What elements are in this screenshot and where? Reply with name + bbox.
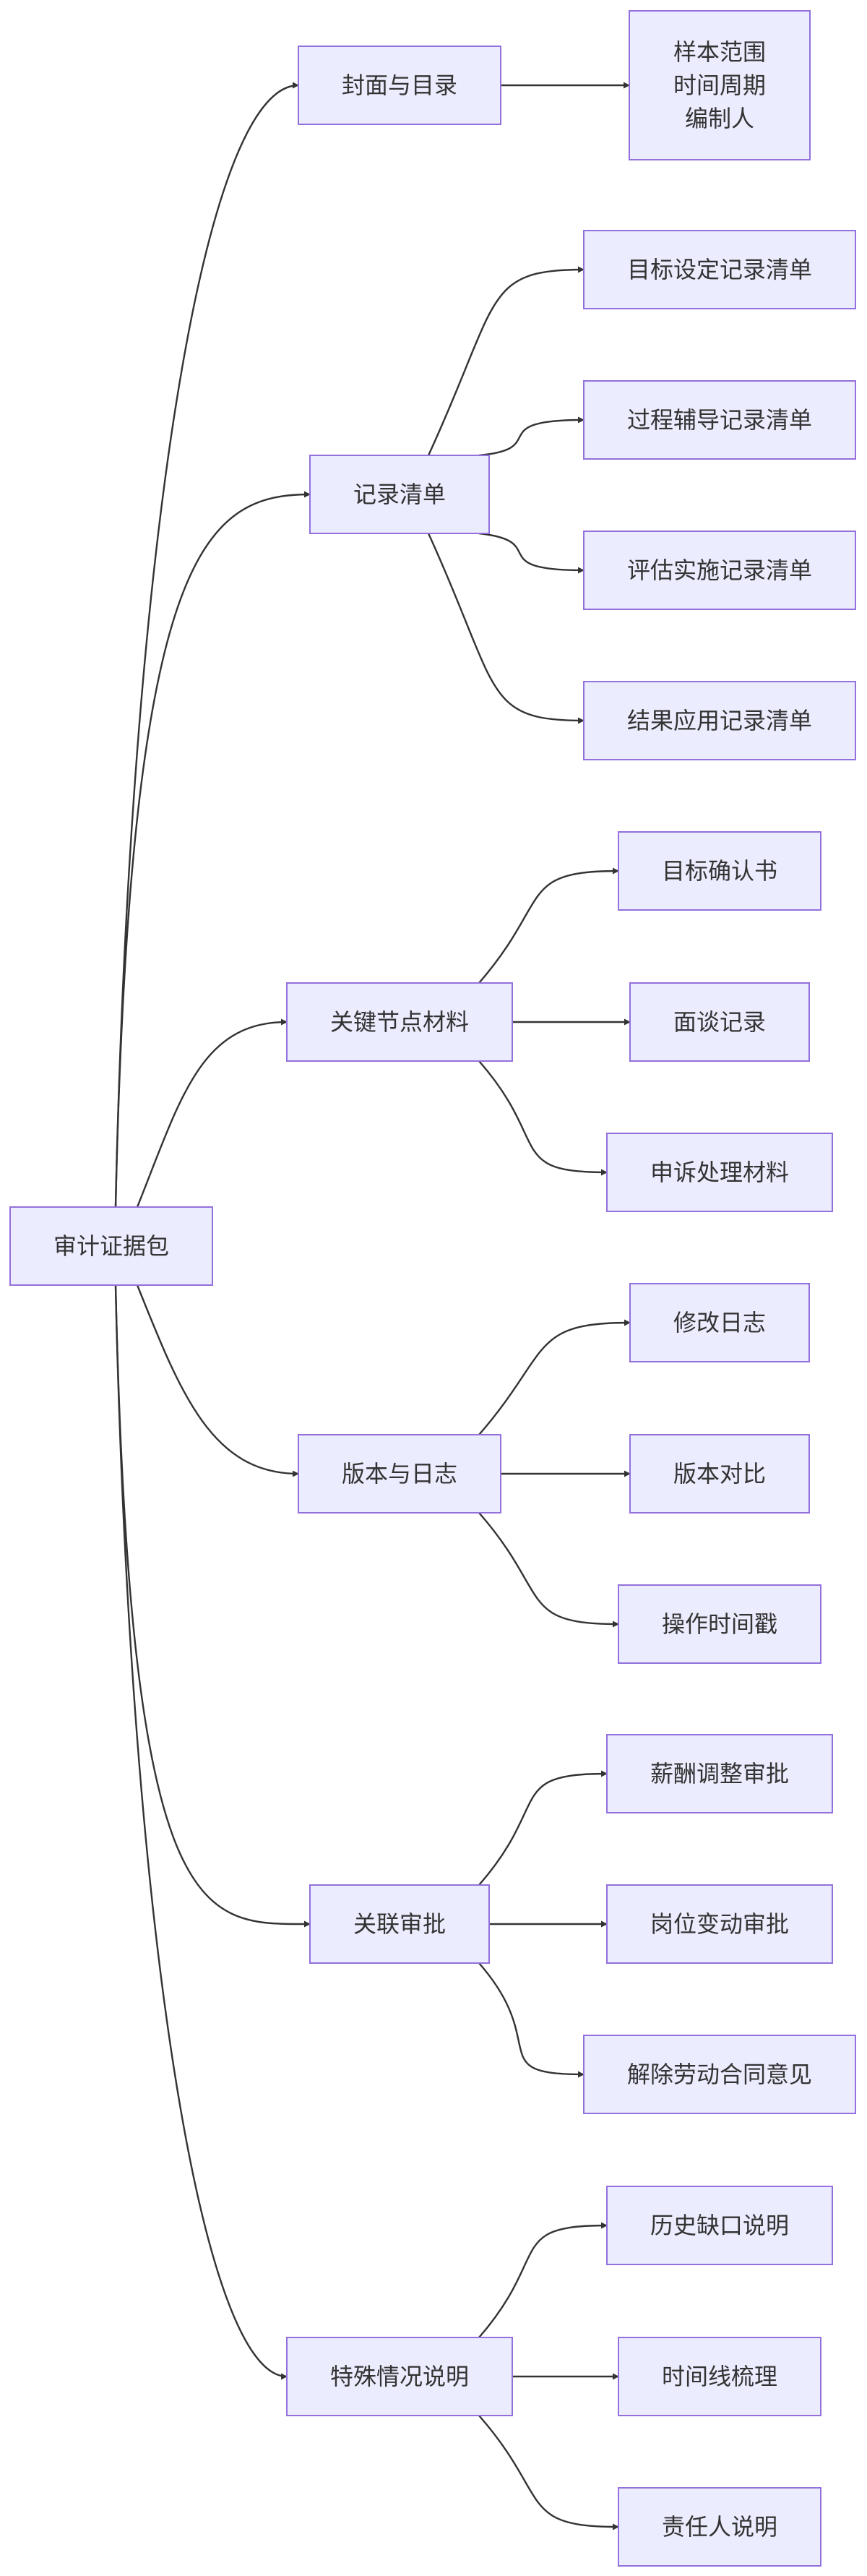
child-node-2-2-label: 过程辅导记录清单 [627,406,812,434]
child-node-5-1: 薪酬调整审批 [606,1734,833,1813]
root-node-label: 审计证据包 [53,1232,169,1260]
child-node-3-3: 申诉处理材料 [606,1133,833,1212]
child-node-4-1: 修改日志 [629,1283,810,1362]
root-node: 审计证据包 [9,1206,213,1286]
child-node-5-1-label: 薪酬调整审批 [650,1760,789,1787]
branch-node-4: 版本与日志 [298,1434,501,1514]
child-node-6-3: 责任人说明 [618,2487,821,2567]
branch-node-1-label: 封面与目录 [342,72,457,99]
child-node-3-1-box [618,831,821,911]
child-node-4-3: 操作时间戳 [618,1584,821,1664]
child-node-5-2-label: 岗位变动审批 [650,1910,789,1938]
edges-layer [114,82,631,2530]
child-node-1-1-label: 样本范围时间周期编制人 [673,38,766,132]
child-node-6-2: 时间线梳理 [618,2337,821,2416]
child-node-5-2-box [606,1884,833,1964]
edge-branch-4-to-child-1 [478,1319,631,1435]
child-node-4-3-box [618,1584,821,1664]
edge-root-to-branch-5 [114,1284,311,1928]
child-node-2-2-box [583,380,856,460]
branch-node-2-box [309,455,490,534]
child-node-4-2-label: 版本对比 [673,1460,766,1487]
child-node-4-2-box [629,1434,810,1514]
edge-root-to-branch-1 [114,82,299,1208]
edge-branch-2-to-child-1 [427,266,585,456]
child-node-3-3-box [606,1133,833,1212]
child-node-2-1-label: 目标设定记录清单 [627,256,812,283]
branch-node-3-box [286,982,513,1062]
branch-node-2-label: 记录清单 [353,481,446,508]
child-node-2-3-label: 评估实施记录清单 [627,557,812,584]
branch-node-5: 关联审批 [309,1884,490,1964]
child-node-3-2-box [629,982,810,1062]
edge-branch-6-to-child-1 [478,2222,608,2338]
child-node-3-2-label: 面谈记录 [673,1008,766,1036]
branch-node-1-box [298,46,501,125]
edge-branch-3-to-child-3 [478,1060,608,1176]
branch-node-6-box [286,2337,513,2416]
child-node-1-1-box [629,10,811,160]
child-node-1-1: 样本范围时间周期编制人 [629,10,811,160]
child-node-2-1: 目标设定记录清单 [583,230,856,309]
child-node-5-1-box [606,1734,833,1813]
edge-branch-2-to-child-2 [478,416,585,457]
edge-branch-6-to-child-3 [478,2415,619,2530]
child-node-3-1-label: 目标确认书 [662,857,777,885]
edge-root-to-branch-6 [114,1284,288,2380]
child-node-6-3-label: 责任人说明 [662,2513,777,2541]
root-node-box [9,1206,213,1286]
branch-node-4-box [298,1434,501,1514]
edge-branch-5-to-child-3 [478,1962,585,2078]
child-node-4-2: 版本对比 [629,1434,810,1514]
branch-node-3-label: 关键节点材料 [330,1008,469,1036]
branch-node-1: 封面与目录 [298,46,501,125]
child-node-5-3-box [583,2035,856,2114]
edge-branch-3-to-child-1 [478,867,619,984]
branch-node-2: 记录清单 [309,455,490,534]
edge-branch-2-to-child-3 [478,532,585,574]
branch-node-6: 特殊情况说明 [286,2337,513,2416]
child-node-6-2-box [618,2337,821,2416]
child-node-6-1-label: 历史缺口说明 [650,2212,789,2239]
child-node-2-2: 过程辅导记录清单 [583,380,856,460]
edge-branch-4-to-child-3 [478,1512,619,1628]
edge-branch-5-to-child-1 [478,1770,608,1886]
child-node-2-4: 结果应用记录清单 [583,681,856,760]
child-node-2-4-box [583,681,856,760]
child-node-3-1: 目标确认书 [618,831,821,911]
child-node-3-2: 面谈记录 [629,982,810,1062]
edge-root-to-branch-2 [114,491,311,1208]
child-node-5-3: 解除劳动合同意见 [583,2035,856,2114]
child-node-5-3-label: 解除劳动合同意见 [627,2061,812,2088]
child-node-5-2: 岗位变动审批 [606,1884,833,1964]
child-node-2-1-box [583,230,856,309]
edge-branch-2-to-child-4 [427,533,585,724]
branch-node-5-label: 关联审批 [353,1910,446,1938]
child-node-2-3-box [583,531,856,610]
edge-root-to-branch-3 [136,1018,288,1208]
child-node-4-1-box [629,1283,810,1362]
branch-node-3: 关键节点材料 [286,982,513,1062]
child-node-4-3-label: 操作时间戳 [662,1610,777,1638]
child-node-2-4-label: 结果应用记录清单 [627,707,812,734]
branch-node-4-label: 版本与日志 [342,1460,457,1487]
child-node-4-1-label: 修改日志 [673,1309,766,1336]
child-node-6-2-label: 时间线梳理 [662,2363,777,2390]
child-node-2-3: 评估实施记录清单 [583,531,856,610]
edge-root-to-branch-4 [136,1284,299,1477]
child-node-6-3-box [618,2487,821,2567]
child-node-3-3-label: 申诉处理材料 [650,1159,789,1186]
child-node-6-1: 历史缺口说明 [606,2186,833,2265]
branch-node-5-box [309,1884,490,1964]
branch-node-6-label: 特殊情况说明 [330,2363,469,2390]
child-node-6-1-box [606,2186,833,2265]
